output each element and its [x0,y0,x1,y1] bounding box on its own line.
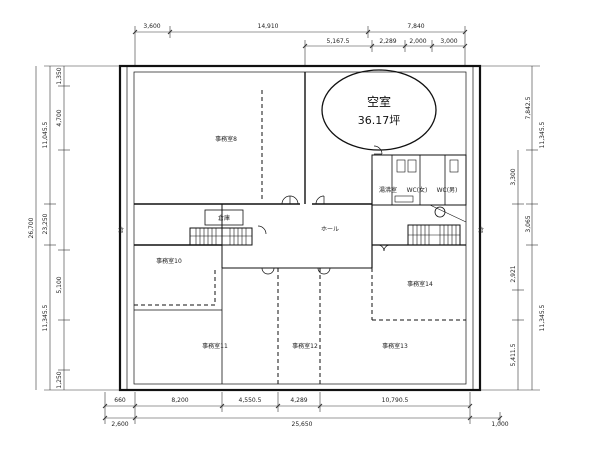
building-walls [118,64,482,392]
dim-left-in-4: 1,250 [56,371,63,388]
dim-left-total: 26,700 [28,217,35,238]
dashed-partitions [134,90,466,384]
dim-bot-4: 4,289 [290,397,307,404]
room-label-office-12: 事務室12 [292,342,318,350]
dim-bot2-3: 1,000 [491,421,508,428]
dim-top2-3: 2,000 [409,38,426,45]
dim-left-3: 11,345.5 [42,304,49,331]
room-label-east: 倉 [478,226,484,234]
dim-top-3: 7,840 [407,23,424,30]
dim-top2-1: 5,167.5 [327,38,350,45]
dim-top2-4: 3,000 [440,38,457,45]
room-label-office-13: 事務室13 [382,342,408,350]
room-labels: 事務室8 事務室10 事務室11 事務室12 事務室13 事務室14 ホール 倉… [118,135,484,350]
dim-right-in-2: 2,921 [510,265,517,282]
dim-left-in-2: 4,700 [56,109,63,126]
room-label-office-14: 事務室14 [407,280,433,288]
dim-top2-2: 2,289 [379,38,396,45]
dim-left-1: 11,045.5 [42,121,49,148]
dim-bot2-1: 2,600 [111,421,128,428]
vacancy-marker: 空室 36.17坪 [321,69,437,151]
dim-left-in-3: 5,100 [56,276,63,293]
room-label-office-8: 事務室8 [215,135,237,143]
dim-left-in-1: 1,350 [56,67,63,84]
dimension-lines [35,26,540,424]
dim-bot-5: 10,790.5 [382,397,409,404]
door-swings [257,145,391,275]
dimension-labels: 3,600 14,910 7,840 5,167.5 2,289 2,000 3… [28,23,546,428]
room-label-office-11: 事務室11 [202,342,228,350]
dim-bot2-2: 25,650 [292,421,313,428]
vacancy-label: 空室 [367,94,391,109]
dim-right-1: 7,842.5 [525,96,532,119]
dim-right-in-3: 5,411.5 [510,343,517,366]
dim-bot-1: 660 [114,397,126,404]
room-label-office-10: 事務室10 [156,257,182,265]
dim-left-2: 23,250 [42,213,49,234]
room-label-wc-female: WC(女) [407,186,428,194]
room-label-water-room: 湯沸室 [379,186,397,194]
dim-right-3: 3,065 [525,215,532,232]
dim-right-4: 11,345.5 [539,304,546,331]
room-label-wc-male: WC(男) [437,187,458,194]
vacancy-area: 36.17坪 [358,114,401,127]
stairs-west [189,227,253,246]
dim-right-in-1: 3,300 [510,168,517,185]
dim-bot-2: 8,200 [171,397,188,404]
room-label-storage: 倉庫 [218,214,230,222]
dim-bot-3: 4,550.5 [239,397,262,404]
room-label-hall: ホール [321,226,339,233]
wc-block [371,154,467,223]
room-label-west: 倉 [118,226,124,234]
dim-top-2: 14,910 [258,23,279,30]
stairs-east [407,224,461,246]
dim-top-1: 3,600 [143,23,160,30]
dim-right-2: 11,345.5 [539,121,546,148]
storage-room [204,209,244,226]
